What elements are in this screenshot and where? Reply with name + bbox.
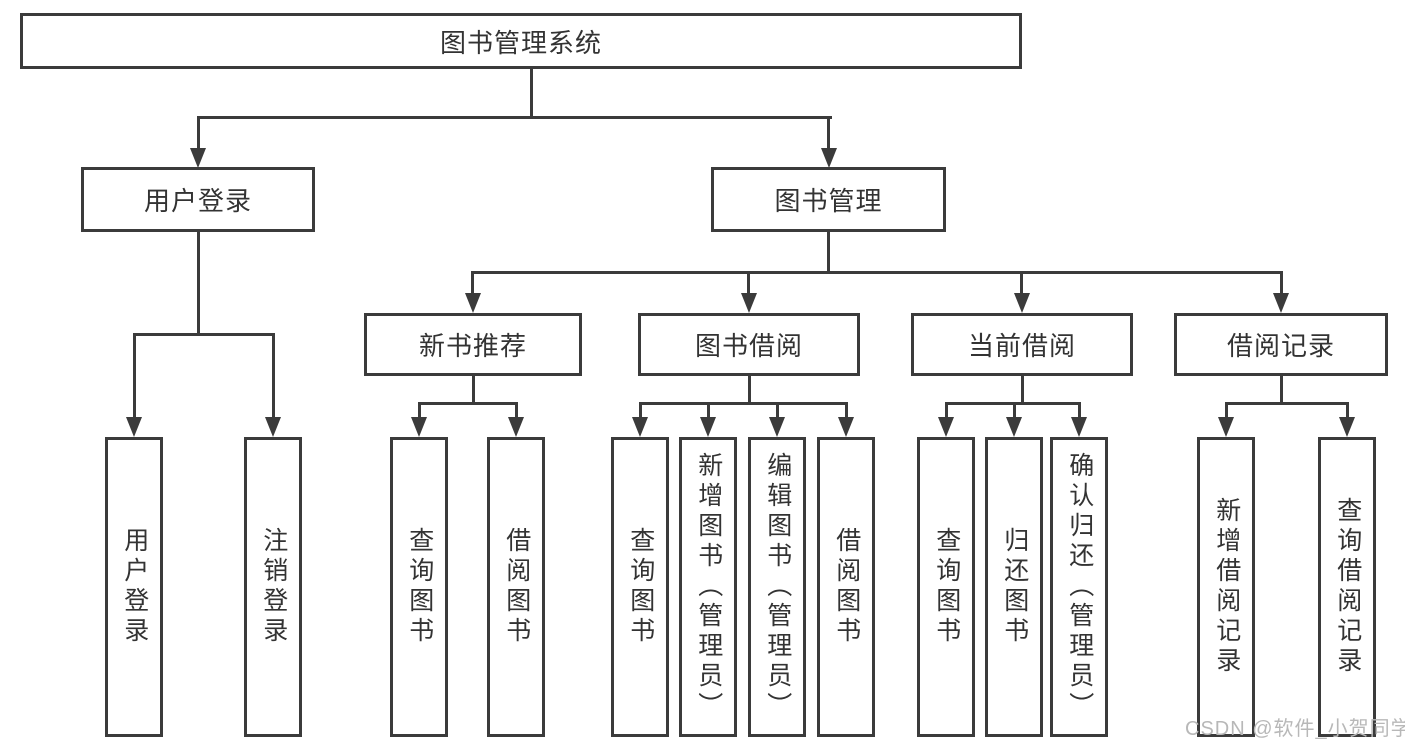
node-current-borrowing: 当前借阅 [911,313,1133,376]
leaf-label: 新增借阅记录 [1212,497,1241,677]
connector-line [133,333,136,417]
arrow-down-icon [769,417,785,437]
arrow-down-icon [265,417,281,437]
connector-line [1225,402,1228,417]
leaf-label: 查询图书 [932,527,961,647]
leaf-label: 注销登录 [259,527,288,647]
connector-line [946,402,1079,405]
arrow-down-icon [938,417,954,437]
leaf-user-login: 用户登录 [105,437,163,737]
leaf-query-books-recommend: 查询图书 [390,437,448,737]
node-library-system: 图书管理系统 [20,13,1022,69]
leaf-label: 确认归还（管理员） [1065,452,1094,722]
connector-line [639,402,642,417]
node-new-book-recommendation: 新书推荐 [364,313,582,376]
leaf-label: 查询图书 [626,527,655,647]
connector-line [945,402,948,417]
connector-line [197,116,200,148]
connector-line [845,402,848,417]
leaf-edit-book-admin: 编辑图书（管理员） [748,437,806,737]
leaf-query-borrow-record: 查询借阅记录 [1318,437,1376,737]
arrow-down-icon [1218,417,1234,437]
connector-line [1020,271,1023,295]
leaf-label: 归还图书 [1000,527,1029,647]
connector-line [472,376,475,405]
connector-line [640,402,846,405]
connector-line [133,333,275,336]
connector-line [827,116,830,148]
connector-line [776,402,779,417]
connector-line [827,232,830,274]
arrow-down-icon [126,417,142,437]
arrow-down-icon [1273,293,1289,313]
connector-line [473,271,1283,274]
arrow-down-icon [700,417,716,437]
connector-line [1280,271,1283,295]
leaf-label: 借阅图书 [502,527,531,647]
arrow-down-icon [190,148,206,168]
leaf-label: 编辑图书（管理员） [763,452,792,722]
leaf-return-books: 归还图书 [985,437,1043,737]
leaf-add-book-admin: 新增图书（管理员） [679,437,737,737]
leaf-logout: 注销登录 [244,437,302,737]
connector-line [197,116,832,119]
arrow-down-icon [411,417,427,437]
watermark-csdn: CSDN @软件_小贺同学 [1185,718,1405,740]
arrow-down-icon [838,417,854,437]
connector-line [418,402,421,417]
leaf-query-books-current: 查询图书 [917,437,975,737]
arrow-down-icon [1006,417,1022,437]
connector-line [419,402,517,405]
leaf-label: 查询图书 [405,527,434,647]
node-book-borrowing: 图书借阅 [638,313,860,376]
arrow-down-icon [741,293,757,313]
connector-line [748,376,751,405]
connector-line [530,67,533,119]
arrow-down-icon [1071,417,1087,437]
node-user-login: 用户登录 [81,167,315,232]
connector-line [1078,402,1081,417]
connector-line [707,402,710,417]
leaf-label: 新增图书（管理员） [694,452,723,722]
leaf-label: 用户登录 [120,527,149,647]
node-borrowing-records: 借阅记录 [1174,313,1388,376]
leaf-add-borrow-record: 新增借阅记录 [1197,437,1255,737]
connector-line [1013,402,1016,417]
node-book-management: 图书管理 [711,167,946,232]
connector-line [747,271,750,295]
connector-line [1021,376,1024,405]
connector-line [515,402,518,417]
leaf-confirm-return-admin: 确认归还（管理员） [1050,437,1108,737]
leaf-borrow-books-recommend: 借阅图书 [487,437,545,737]
connector-line [1226,402,1347,405]
connector-line [471,271,474,295]
connector-line [1346,402,1349,417]
connector-line [272,333,275,417]
leaf-label: 借阅图书 [832,527,861,647]
arrow-down-icon [821,148,837,168]
arrow-down-icon [1014,293,1030,313]
leaf-label: 查询借阅记录 [1333,497,1362,677]
connector-line [197,232,200,336]
arrow-down-icon [508,417,524,437]
arrow-down-icon [1339,417,1355,437]
leaf-query-books-borrowing: 查询图书 [611,437,669,737]
arrow-down-icon [632,417,648,437]
arrow-down-icon [465,293,481,313]
connector-line [1280,376,1283,405]
leaf-borrow-books-borrowing: 借阅图书 [817,437,875,737]
